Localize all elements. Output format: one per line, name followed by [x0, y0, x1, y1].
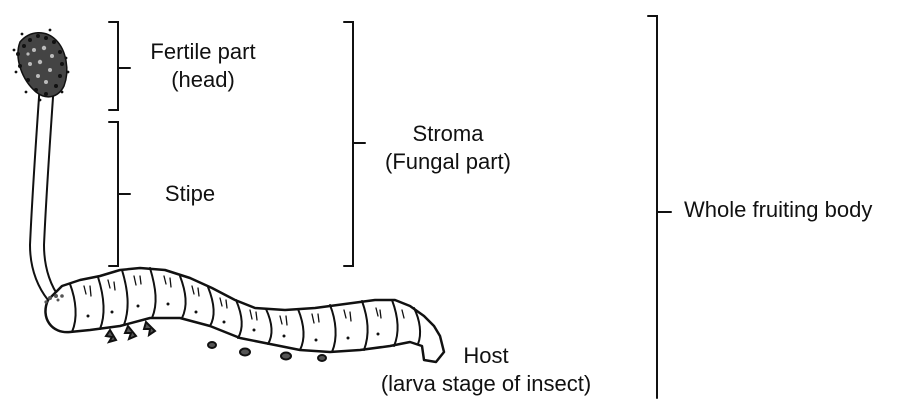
label-fertile-part-title: Fertile part: [128, 38, 278, 66]
fertile-head: [13, 29, 70, 102]
bracket-stroma: [344, 22, 365, 266]
bracket-whole-fruiting-body: [648, 16, 671, 398]
label-whole-fruiting-body-title: Whole fruiting body: [684, 196, 872, 224]
stipe-stalk: [30, 83, 60, 300]
bracket-fertile-part: [109, 22, 130, 110]
label-host-sub: (larva stage of insect): [350, 370, 622, 398]
label-stipe-title: Stipe: [150, 180, 230, 208]
label-host-title: Host: [350, 342, 622, 370]
label-host: Host (larva stage of insect): [350, 342, 622, 398]
label-stipe: Stipe: [150, 180, 230, 208]
label-fertile-part: Fertile part (head): [128, 38, 278, 94]
label-stroma-sub: (Fungal part): [368, 148, 528, 176]
label-fertile-part-sub: (head): [128, 66, 278, 94]
label-whole-fruiting-body: Whole fruiting body: [684, 196, 872, 224]
bracket-stipe: [109, 122, 130, 266]
label-stroma-title: Stroma: [368, 120, 528, 148]
label-stroma: Stroma (Fungal part): [368, 120, 528, 176]
